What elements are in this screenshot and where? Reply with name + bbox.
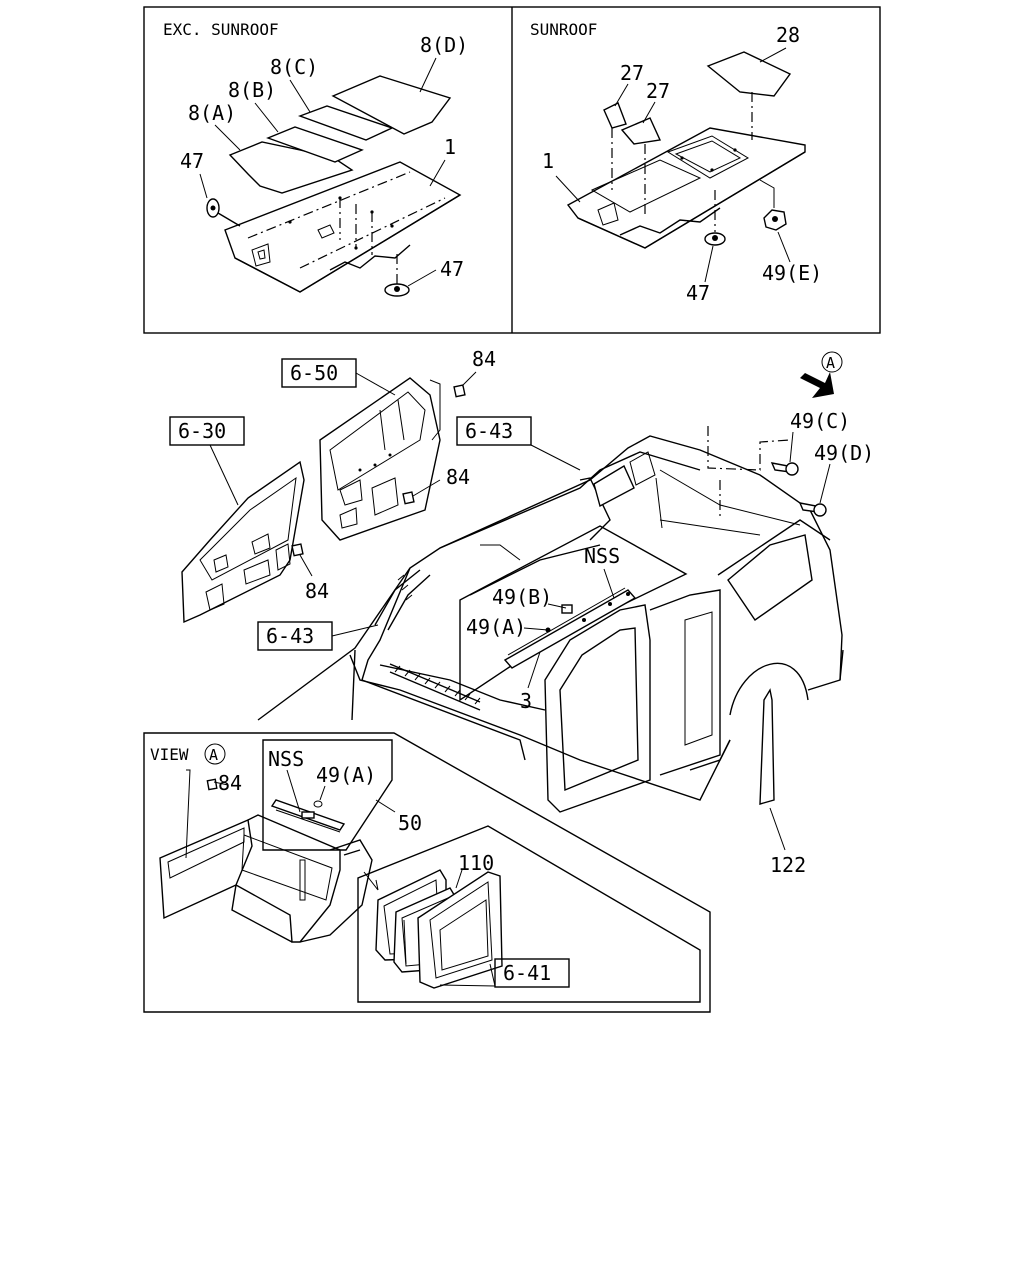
- view-a-direction-arrow: A: [800, 351, 843, 398]
- label-110: 110: [458, 851, 494, 875]
- ref-box-6-43-top: [456, 416, 532, 446]
- leaders-right: [555, 47, 791, 283]
- label-8a: 8(A): [188, 101, 236, 125]
- label-84-mid: 84: [446, 465, 470, 489]
- rear-door-panel: [319, 377, 441, 541]
- label-47-right: 47: [686, 281, 710, 305]
- pillar-trim-122: [759, 688, 775, 805]
- headliner-right: [566, 127, 806, 249]
- view-sill-strip: [270, 769, 396, 833]
- ref-6-50: 6-50: [290, 361, 338, 385]
- top-panels: [143, 6, 881, 334]
- label-47-bottom-left: 47: [440, 257, 464, 281]
- vehicle-interior-view: A: [169, 347, 874, 877]
- label-84-view: 84: [218, 771, 242, 795]
- pad-8a: [228, 141, 354, 194]
- quarter-windows: [363, 869, 503, 989]
- label-47-top-left: 47: [180, 149, 204, 173]
- ref-6-43-left: 6-43: [266, 624, 314, 648]
- label-8c: 8(C): [270, 55, 318, 79]
- view-a-marker: A: [209, 746, 218, 764]
- pad-8b: [266, 126, 364, 163]
- pad-84-mid: [402, 491, 415, 505]
- exc-sunroof-title: EXC. SUNROOF: [163, 20, 279, 39]
- sunroof-title: SUNROOF: [530, 20, 597, 39]
- label-nss-main: NSS: [584, 544, 620, 568]
- label-49e: 49(E): [762, 261, 822, 285]
- front-door-panel: [181, 460, 305, 624]
- window-inset-box: [357, 825, 701, 1003]
- pad-28: [706, 51, 792, 97]
- clip-49e: [763, 209, 787, 231]
- clip-47-bottom-left: [384, 250, 410, 297]
- ref-6-43-top: 6-43: [465, 419, 513, 443]
- label-8d: 8(D): [420, 33, 468, 57]
- screw-49d: [798, 502, 827, 517]
- clip-47-right: [704, 232, 726, 246]
- view-a-panel: VIEW A: [143, 732, 711, 1013]
- sunroof-panel: SUNROOF: [530, 20, 822, 305]
- ref-box-6-41: [494, 958, 570, 988]
- view-a-title: VIEW: [150, 745, 189, 764]
- leaders-left: [199, 57, 446, 287]
- vehicle-body: [257, 435, 844, 813]
- label-nss-view: NSS: [268, 747, 304, 771]
- view-rear-vehicle: [159, 769, 373, 943]
- label-1-right: 1: [542, 149, 554, 173]
- label-49d: 49(D): [814, 441, 874, 465]
- label-84-low: 84: [305, 579, 329, 603]
- leaders-main: [209, 371, 831, 851]
- label-27-b: 27: [646, 79, 670, 103]
- pad-84-low: [291, 543, 304, 557]
- headliner-left: [224, 161, 462, 293]
- ref-6-30: 6-30: [178, 419, 226, 443]
- label-1-left: 1: [444, 135, 456, 159]
- label-27-a: 27: [620, 61, 644, 85]
- sill-plate-3: [503, 587, 637, 669]
- direction-marker-a: A: [826, 354, 835, 372]
- label-28: 28: [776, 23, 800, 47]
- trim-27-b: [620, 117, 662, 145]
- pad-84-top: [453, 384, 466, 398]
- exc-sunroof-panel: EXC. SUNROOF: [163, 20, 468, 297]
- label-84-top: 84: [472, 347, 496, 371]
- ref-6-41: 6-41: [503, 961, 551, 985]
- screw-49c: [770, 462, 799, 476]
- ref-box-6-30: [169, 416, 245, 446]
- trim-27-a: [603, 102, 627, 129]
- label-3: 3: [520, 689, 532, 713]
- label-49a-main: 49(A): [466, 615, 526, 639]
- label-50: 50: [398, 811, 422, 835]
- label-8b: 8(B): [228, 78, 276, 102]
- label-49b: 49(B): [492, 585, 552, 609]
- label-49a-view: 49(A): [316, 763, 376, 787]
- label-122: 122: [770, 853, 806, 877]
- label-49c: 49(C): [790, 409, 850, 433]
- clip-47-top-left: [206, 198, 241, 227]
- nss-inset-box: [262, 739, 393, 851]
